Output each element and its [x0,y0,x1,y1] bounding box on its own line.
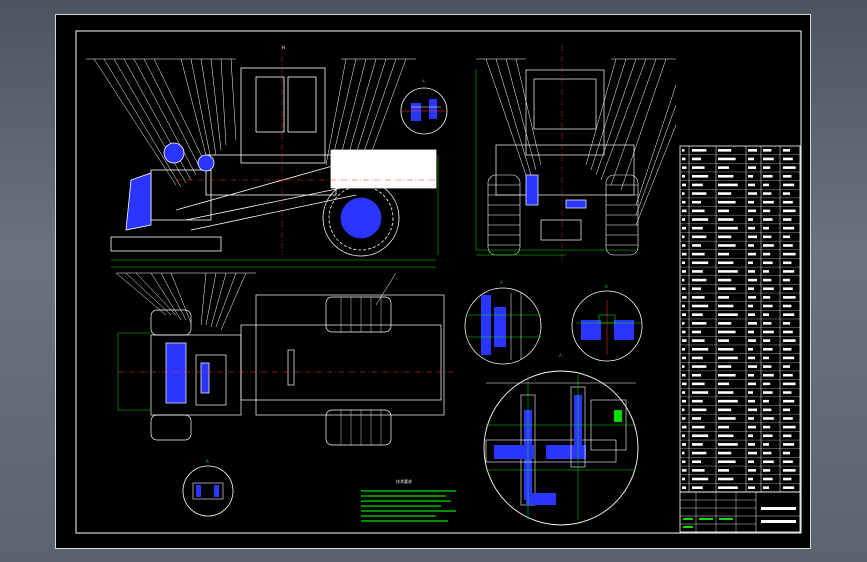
inner-frame [75,30,802,534]
detail-label-4: A [605,284,608,289]
detail-label-3: A [500,280,503,285]
title-block [679,491,801,533]
side-view [86,45,439,268]
detail-label-2: A [206,459,209,464]
drawing-sheet[interactable]: H A [55,14,811,549]
cab-outline [240,67,326,164]
parts-list-table [679,145,801,493]
detail-view-top [400,87,448,135]
detail-label-5: A [559,353,562,358]
end-view [475,45,677,265]
cad-drawing: H A [75,30,802,534]
engine-body [205,154,337,196]
detail-view-bottom-left [182,465,234,517]
technical-notes: 技术要求 [361,478,456,522]
scale-label: H [282,45,285,50]
plan-view [115,272,456,446]
detail-view-mid-left [464,287,542,365]
svg-text:技术要求: 技术要求 [396,478,412,484]
rear-bin [330,149,437,189]
detail-label-1: A [422,79,425,84]
cab-window-right [287,76,317,133]
detail-view-large [483,370,639,526]
cab-window-left [255,76,285,133]
detail-view-mid-right [571,290,643,362]
